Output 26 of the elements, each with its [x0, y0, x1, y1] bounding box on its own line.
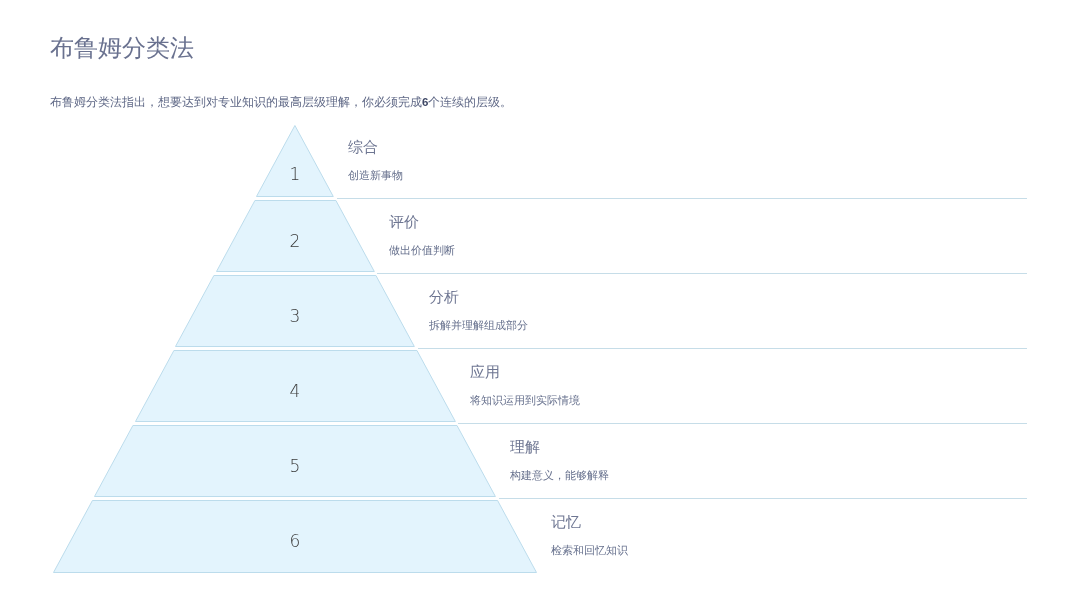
subtitle: 布鲁姆分类法指出，想要达到对专业知识的最高层级理解，你必须完成6个连续的层级。	[50, 95, 513, 110]
level-description: 做出价值判断	[388, 243, 455, 257]
tier-number: 1	[289, 164, 301, 184]
level-description: 检索和回忆知识	[550, 543, 628, 557]
pyramid-tier	[256, 125, 334, 197]
pyramid-tier	[94, 425, 496, 497]
level-heading: 分析	[429, 288, 459, 306]
level-description: 构建意义，能够解释	[510, 468, 609, 482]
level-description: 创造新事物	[348, 168, 403, 182]
level-heading: 记忆	[550, 513, 581, 531]
pyramid-tier	[53, 500, 537, 573]
level-heading: 应用	[469, 363, 500, 381]
level-heading: 综合	[348, 138, 378, 156]
level-description: 拆解并理解组成部分	[429, 318, 528, 332]
level-heading: 理解	[510, 438, 540, 456]
tier-number: 3	[289, 306, 301, 326]
pyramid-tier	[215, 200, 375, 272]
pyramid-tier	[175, 275, 415, 347]
tier-number: 5	[289, 456, 301, 476]
level-description: 将知识运用到实际情境	[469, 393, 580, 407]
level-heading: 评价	[388, 213, 419, 231]
pyramid-tier	[134, 350, 456, 422]
tier-number: 6	[289, 531, 301, 551]
tier-number: 4	[289, 381, 301, 401]
title: 布鲁姆分类法	[50, 33, 194, 63]
tier-number: 2	[289, 231, 301, 251]
